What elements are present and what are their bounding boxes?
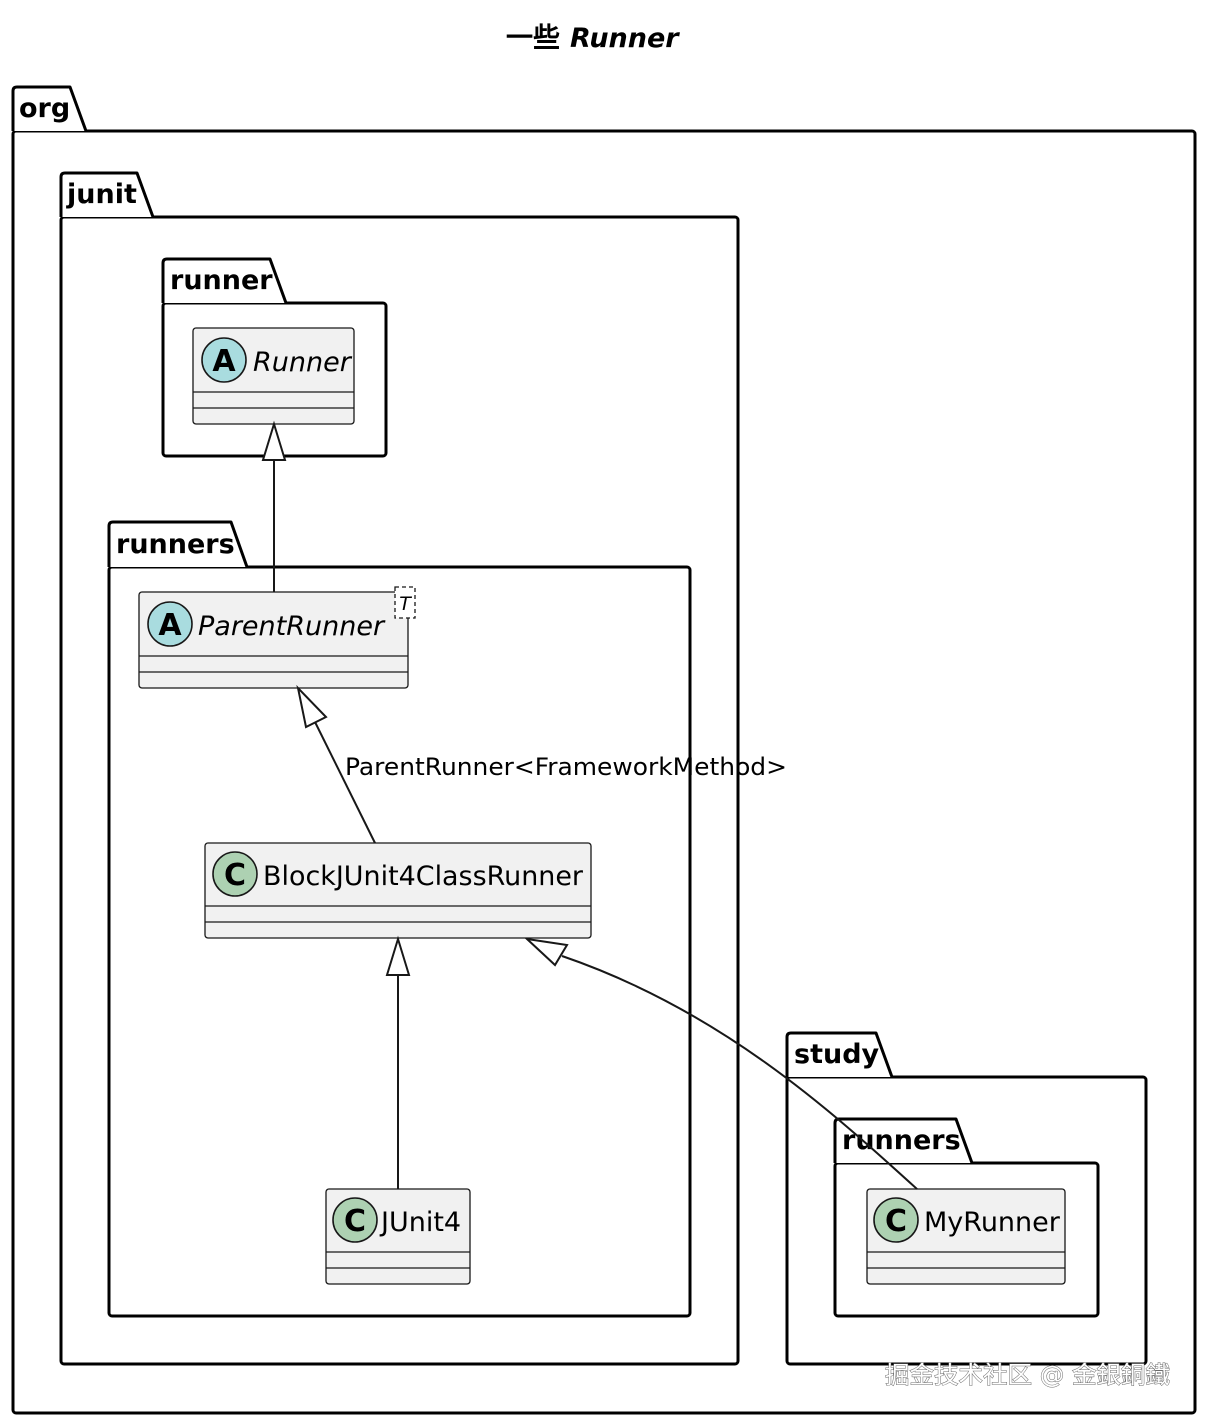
- class-icon: [873, 1197, 919, 1243]
- class-my-runner-badge: C: [885, 1204, 907, 1239]
- diagram-title-prefix: 一些: [506, 23, 560, 54]
- class-junit4-name: JUnit4: [379, 1207, 461, 1238]
- class-block-junit4-class-runner[interactable]: C BlockJUnit4ClassRunner: [204, 842, 592, 939]
- package-org-label: org: [19, 93, 70, 124]
- package-runners-label: runners: [116, 529, 235, 560]
- edge-parentrunner-extends-runner: [261, 420, 287, 592]
- abstract-class-icon: [147, 601, 193, 647]
- class-parent-runner-badge: A: [158, 608, 182, 643]
- class-parent-runner-name: ParentRunner: [198, 611, 386, 642]
- diagram-title-emphasis: Runner: [570, 23, 680, 54]
- watermark-text: 掘金技术社区 @ 金銀銅鐵: [885, 1361, 1170, 1389]
- class-runner-name: Runner: [253, 347, 353, 378]
- diagram-title: 一些 Runner: [506, 23, 680, 54]
- class-icon: [332, 1197, 378, 1243]
- edge-label-parent-runner-framework-method: ParentRunner<FrameworkMethod>: [345, 753, 787, 781]
- package-junit-label: junit: [66, 179, 137, 210]
- class-block-runner-badge: C: [224, 858, 246, 893]
- type-parameter-box: [394, 586, 416, 619]
- type-parameter-label: T: [399, 593, 412, 615]
- class-runner[interactable]: A Runner: [192, 327, 355, 425]
- edge-junit4-extends-blockrunner: [385, 935, 411, 1189]
- class-my-runner-name: MyRunner: [924, 1207, 1061, 1238]
- class-parent-runner[interactable]: A ParentRunner T: [138, 586, 416, 689]
- class-junit4[interactable]: C JUnit4: [325, 1188, 471, 1285]
- class-block-runner-name: BlockJUnit4ClassRunner: [263, 861, 584, 892]
- edge-blockrunner-extends-parentrunner: ParentRunner<FrameworkMethod>: [296, 684, 787, 844]
- edge-myrunner-extends-blockrunner: [523, 937, 918, 1190]
- class-my-runner[interactable]: C MyRunner: [866, 1188, 1066, 1285]
- package-study-label: study: [794, 1039, 880, 1070]
- inheritance-arrowhead: [261, 420, 287, 461]
- class-junit4-badge: C: [344, 1204, 366, 1239]
- class-runner-badge: A: [212, 344, 236, 379]
- inheritance-arrowhead: [296, 684, 328, 729]
- abstract-class-icon: [201, 337, 247, 383]
- inheritance-arrowhead: [385, 935, 411, 976]
- class-icon: [212, 851, 258, 897]
- package-runner-label: runner: [170, 265, 273, 296]
- inheritance-arrowhead: [523, 937, 569, 967]
- package-study-runners-label: runners: [842, 1125, 961, 1156]
